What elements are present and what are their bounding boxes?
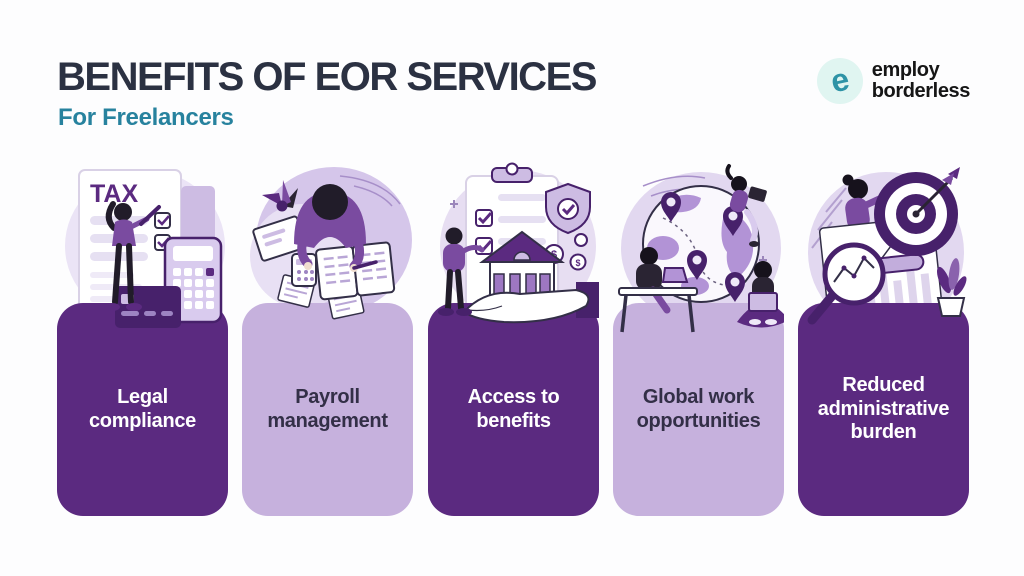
page-title: BENEFITS OF EOR SERVICES	[57, 55, 597, 99]
woman-on-globe	[725, 164, 767, 247]
employ-borderless-logo: e employ borderless	[816, 58, 971, 104]
card-shape	[798, 303, 969, 516]
shield-check-icon	[545, 182, 591, 235]
person-top-view	[294, 184, 378, 272]
target-with-arrow	[874, 167, 960, 256]
magnifying-glass	[807, 242, 886, 325]
man-at-desk	[618, 247, 698, 333]
card-shape	[613, 303, 784, 516]
logo-line2: borderless	[871, 80, 971, 102]
payroll-accounting-illustration	[242, 167, 413, 516]
location-pins	[661, 192, 745, 302]
benefit-card-reduced-administrative-burden: Reduced administrative burden	[798, 160, 969, 516]
card-label: Payroll management	[267, 385, 388, 432]
man-pointing	[438, 227, 485, 316]
globe-remote-workers-illustration	[613, 164, 784, 516]
benefit-card-payroll-management: Payroll management	[242, 160, 413, 516]
card-label: Access to benefits	[467, 385, 560, 432]
illustration-background	[621, 164, 781, 324]
card-label: Legal compliance	[88, 385, 197, 432]
page-subtitle: For Freelancers	[58, 104, 234, 131]
card-label: Reduced administrative burden	[817, 374, 950, 444]
desk-plant	[262, 180, 298, 212]
benefit-card-legal-compliance: TAX	[57, 160, 228, 516]
sitting-person-with-laptop	[737, 261, 784, 328]
target-analytics-illustration	[798, 167, 969, 516]
svg-text:$: $	[575, 258, 580, 268]
potted-plant	[936, 258, 967, 317]
woman-signing-form	[104, 201, 161, 311]
card-shape	[428, 303, 599, 516]
house-on-hand-benefits-illustration: $ $	[428, 162, 599, 516]
tax-compliance-illustration: TAX	[57, 169, 228, 516]
benefit-card-access-to-benefits: $ $	[428, 160, 599, 516]
logo-line1: employ	[871, 59, 940, 81]
card-label: Global work opportunities	[636, 385, 761, 432]
card-shape	[57, 303, 228, 516]
logo-badge: e	[816, 58, 863, 104]
logo-wordmark: employ borderless	[871, 59, 971, 102]
sparkle	[450, 200, 458, 208]
header: BENEFITS OF EOR SERVICES For Freelancers	[57, 55, 597, 132]
logo-e-icon: e	[827, 60, 853, 99]
card-shape	[242, 303, 413, 516]
benefit-card-global-work-opportunities: Global work opportunities	[613, 160, 784, 516]
open-hand	[462, 282, 599, 324]
